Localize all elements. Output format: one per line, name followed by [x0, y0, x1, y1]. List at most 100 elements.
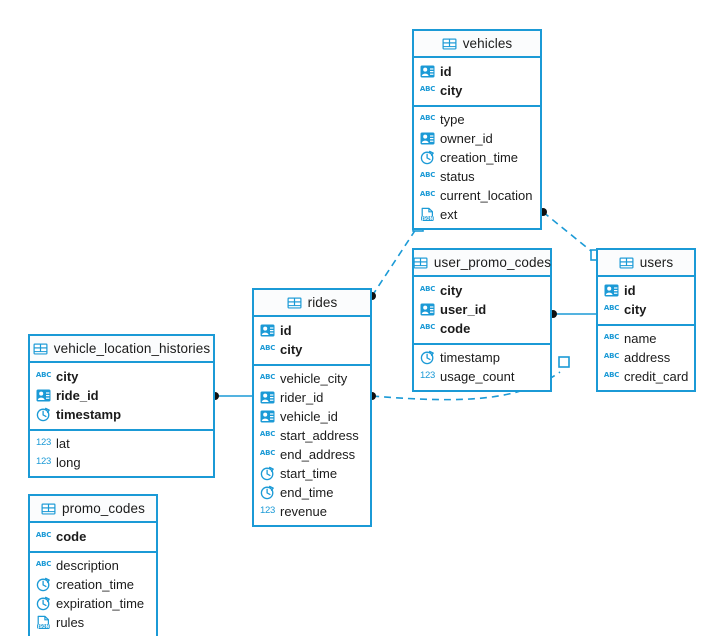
field-name: code — [56, 529, 87, 544]
field-name: city — [280, 342, 303, 357]
clock-icon — [36, 407, 51, 422]
field-row[interactable]: start_time — [254, 464, 370, 483]
field-row[interactable]: JSON rules — [30, 613, 156, 632]
field-name: lat — [56, 436, 70, 451]
field-row[interactable]: ABC status — [414, 167, 540, 186]
field-row[interactable]: ABC vehicle_city — [254, 369, 370, 388]
abc-icon: ABC — [35, 531, 52, 539]
field-row[interactable]: ride_id — [30, 386, 213, 405]
field-row[interactable]: owner_id — [414, 129, 540, 148]
field-name: id — [280, 323, 292, 338]
field-name: rules — [56, 615, 85, 630]
table-header-rides[interactable]: rides — [254, 290, 370, 317]
field-name: type — [440, 112, 465, 127]
field-name: rider_id — [280, 390, 324, 405]
table-header-promo_codes[interactable]: promo_codes — [30, 496, 156, 523]
field-row[interactable]: id — [598, 281, 694, 300]
field-name: city — [624, 302, 647, 317]
field-row[interactable]: ABC city — [30, 367, 213, 386]
field-name: expiration_time — [56, 596, 145, 611]
uuid-icon — [260, 390, 275, 405]
table-header-vehicles[interactable]: vehicles — [414, 31, 540, 58]
relationship-user-promo-codes-to-users[interactable] — [549, 310, 596, 318]
field-row[interactable]: vehicle_id — [254, 407, 370, 426]
uuid-icon — [260, 323, 275, 338]
field-name: end_address — [280, 447, 356, 462]
field-row[interactable]: timestamp — [414, 348, 550, 367]
field-name: usage_count — [440, 369, 515, 384]
uuid-icon — [36, 388, 51, 403]
field-row[interactable]: user_id — [414, 300, 550, 319]
svg-text:JSON: JSON — [37, 624, 50, 629]
abc-icon: ABC — [35, 371, 52, 379]
abc-icon: ABC — [259, 373, 276, 381]
table-header-users[interactable]: users — [598, 250, 694, 277]
abc-icon: ABC — [259, 430, 276, 438]
abc-icon: ABC — [419, 171, 436, 179]
uuid-icon — [604, 283, 619, 298]
field-name: creation_time — [56, 577, 135, 592]
field-name: user_id — [440, 302, 487, 317]
field-row[interactable]: rider_id — [254, 388, 370, 407]
relationship-one-endpoint — [558, 356, 570, 368]
column-section: timestamp 123 usage_count — [414, 345, 550, 390]
field-name: status — [440, 169, 475, 184]
table-icon — [413, 255, 428, 270]
primary-key-section: ABC code — [30, 523, 156, 553]
relationship-vehicle-location-histories-to-rides[interactable] — [211, 392, 252, 400]
field-row[interactable]: end_time — [254, 483, 370, 502]
table-icon — [287, 295, 302, 310]
field-row[interactable]: id — [254, 321, 370, 340]
field-row[interactable]: timestamp — [30, 405, 213, 424]
table-icon — [33, 341, 48, 356]
number-icon: 123 — [420, 369, 435, 381]
json-icon: JSON — [36, 615, 51, 630]
table-header-user_promo_codes[interactable]: user_promo_codes — [413, 250, 551, 277]
abc-icon: ABC — [419, 323, 436, 331]
field-row[interactable]: creation_time — [414, 148, 540, 167]
table-title: rides — [307, 295, 338, 310]
table-header-vehicle_location_histories[interactable]: vehicle_location_histories — [30, 336, 213, 363]
field-name: vehicle_city — [280, 371, 348, 386]
field-row[interactable]: ABC code — [30, 527, 156, 546]
field-row[interactable]: 123 usage_count — [414, 367, 550, 386]
field-row[interactable]: expiration_time — [30, 594, 156, 613]
field-name: city — [56, 369, 79, 384]
field-row[interactable]: creation_time — [30, 575, 156, 594]
abc-icon: ABC — [419, 190, 436, 198]
abc-icon: ABC — [603, 371, 620, 379]
number-icon: 123 — [260, 504, 275, 516]
field-row[interactable]: id — [414, 62, 540, 81]
